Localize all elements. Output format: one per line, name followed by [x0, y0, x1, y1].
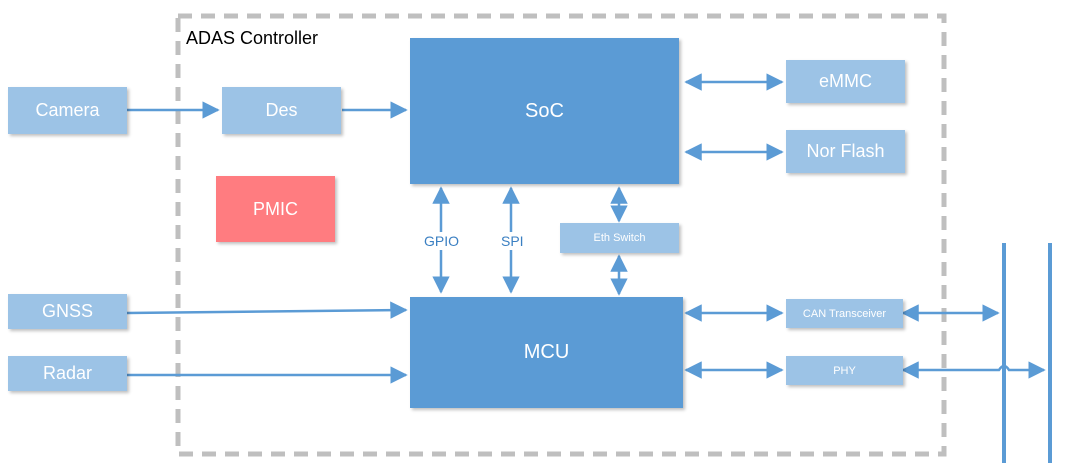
- radar-block: Radar: [8, 356, 127, 391]
- camera-label: Camera: [35, 100, 100, 120]
- controller-title: ADAS Controller: [186, 28, 319, 48]
- arrow-phy-bus: [901, 361, 1046, 379]
- mcu-block: MCU: [410, 297, 683, 408]
- soc-block: SoC: [410, 38, 679, 184]
- ethswitch-block: Eth Switch: [560, 223, 679, 253]
- pmic-block: PMIC: [216, 176, 335, 242]
- soc-label: SoC: [525, 99, 564, 122]
- gnss-label: GNSS: [41, 301, 93, 321]
- des-label: Des: [265, 100, 298, 120]
- gnss-block: GNSS: [8, 294, 127, 329]
- phy-block: PHY: [786, 356, 903, 385]
- radar-label: Radar: [42, 363, 93, 383]
- pmic-label: PMIC: [253, 198, 298, 219]
- mcu-label: MCU: [523, 341, 570, 363]
- norflash-block: Nor Flash: [786, 130, 905, 173]
- can-transceiver-block: CAN Transceiver: [786, 299, 903, 328]
- emmc-block: eMMC: [786, 60, 905, 103]
- spi-label: SPI: [499, 232, 526, 250]
- camera-block: Camera: [8, 87, 127, 134]
- norflash-label: Nor Flash: [806, 141, 885, 161]
- arrow-gnss-mcu: [126, 301, 408, 319]
- controller-border: [175, 13, 947, 457]
- gpio-label: GPIO: [422, 232, 462, 250]
- phy-label: PHY: [833, 364, 856, 377]
- des-block: Des: [222, 87, 341, 134]
- can-transceiver-label: CAN Transceiver: [802, 307, 887, 320]
- ethswitch-label: Eth Switch: [593, 232, 646, 244]
- emmc-label: eMMC: [819, 71, 872, 91]
